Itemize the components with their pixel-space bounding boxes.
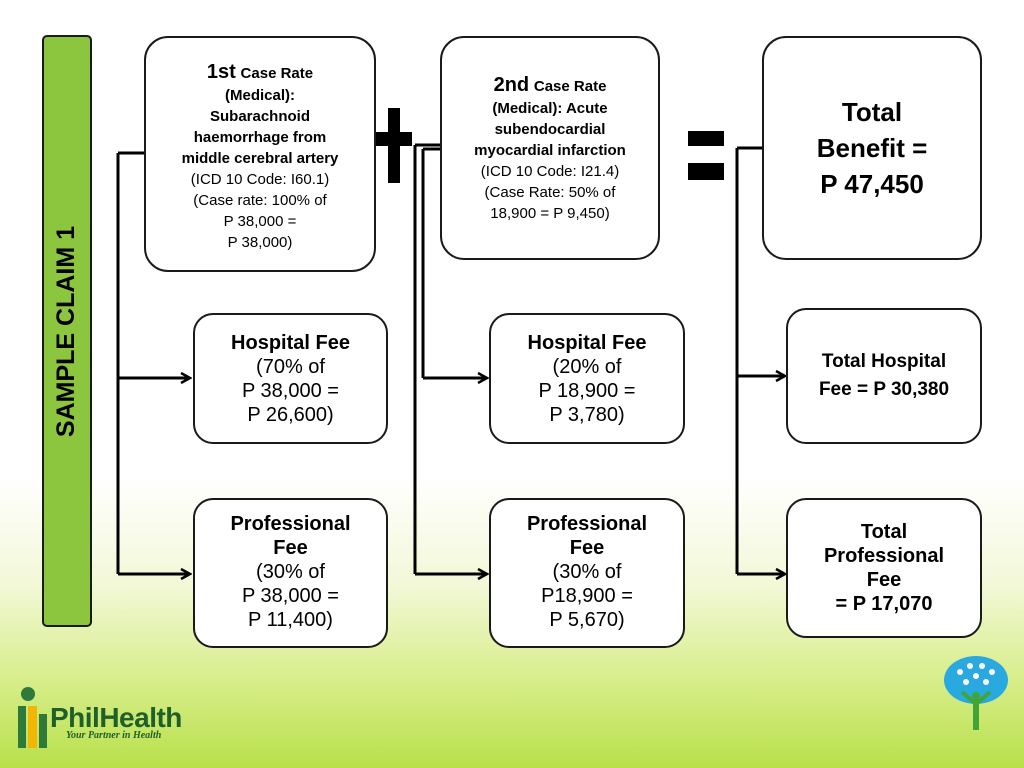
first-case-line: (Medical): (224, 87, 295, 104)
first-case-line: haemorrhage from (193, 129, 327, 146)
first-case-line: Subarachnoid (209, 108, 310, 125)
professional-fee-2-line: (30% of (552, 561, 622, 583)
philhealth-logo-text: PhilHealth (50, 702, 182, 733)
hospital-fee-1-line: (70% of (256, 355, 325, 378)
total-benefit-box: Total Benefit = P 47,450 (762, 36, 982, 260)
first-case-line: (ICD 10 Code: I60.1) (190, 171, 330, 188)
total-professional-fee-box: Total Professional Fee = P 17,070 (786, 498, 982, 638)
professional-fee-2-box: Professional Fee (30% of P18,900 = P 5,6… (489, 498, 685, 648)
total-professional-fee-line: Professional (823, 545, 945, 567)
total-professional-fee-line: = P 17,070 (835, 593, 933, 615)
second-case-line: 18,900 = P 9,450) (490, 205, 610, 222)
second-case-title: Case Rate (533, 78, 607, 95)
second-case-rate-box: 2nd Case Rate (Medical): Acute subendoca… (440, 36, 660, 260)
second-case-line: subendocardial (494, 121, 606, 138)
sample-claim-text: SAMPLE CLAIM 1 (52, 225, 81, 437)
hospital-fee-2-line: P 18,900 = (538, 379, 636, 402)
first-case-line: middle cerebral artery (181, 150, 339, 167)
professional-fee-1-line: (30% of (256, 561, 325, 583)
hospital-fee-1-line: P 26,600) (247, 403, 334, 426)
hospital-fee-2-box: Hospital Fee (20% of P 18,900 = P 3,780) (489, 313, 685, 444)
professional-fee-2-line: P 5,670) (549, 609, 625, 631)
first-case-ordinal: 1st (206, 61, 236, 83)
professional-fee-2-title: Fee (569, 537, 605, 559)
professional-fee-1-title: Professional (230, 513, 351, 535)
second-case-ordinal: 2nd (493, 74, 530, 96)
hospital-fee-1-box: Hospital Fee (70% of P 38,000 = P 26,600… (193, 313, 388, 444)
equals-operator (688, 131, 724, 180)
tree-people-logo-icon (944, 656, 1008, 730)
sample-claim-label: SAMPLE CLAIM 1 (42, 35, 92, 627)
professional-fee-2-line: P18,900 = (541, 585, 633, 607)
total-hospital-fee-line: Fee = P 30,380 (818, 379, 950, 400)
second-case-line: (Case Rate: 50% of (484, 184, 616, 201)
philhealth-logo-icon (18, 687, 47, 748)
first-case-title: Case Rate (240, 65, 314, 82)
professional-fee-1-line: P 38,000 = (242, 585, 339, 607)
hospital-fee-2-line: P 3,780) (549, 403, 625, 426)
first-case-line: P 38,000 = (223, 213, 297, 230)
first-case-line: (Case rate: 100% of (193, 192, 327, 209)
professional-fee-1-box: Professional Fee (30% of P 38,000 = P 11… (193, 498, 388, 648)
plus-operator (376, 108, 412, 183)
first-case-rate-box: 1st Case Rate (Medical): Subarachnoid ha… (144, 36, 376, 272)
total-professional-fee-line: Fee (866, 569, 902, 591)
philhealth-tagline: Your Partner in Health (66, 730, 162, 741)
total-hospital-fee-box: Total Hospital Fee = P 30,380 (786, 308, 982, 444)
total-hospital-fee-line: Total Hospital (821, 351, 947, 372)
professional-fee-2-title: Professional (526, 513, 648, 535)
hospital-fee-1-title: Hospital Fee (231, 331, 350, 354)
hospital-fee-1-line: P 38,000 = (242, 379, 339, 402)
second-case-line: (Medical): Acute (492, 100, 608, 117)
second-case-line: (ICD 10 Code: I21.4) (480, 163, 620, 180)
total-benefit-line: Benefit = (816, 133, 928, 163)
professional-fee-1-line: P 11,400) (248, 609, 333, 631)
hospital-fee-2-line: (20% of (552, 355, 622, 378)
total-professional-fee-line: Total (860, 521, 908, 543)
total-benefit-line: P 47,450 (820, 169, 924, 199)
professional-fee-1-title: Fee (273, 537, 308, 559)
first-case-line: P 38,000) (227, 234, 293, 251)
hospital-fee-2-title: Hospital Fee (527, 331, 647, 354)
total-benefit-line: Total (841, 97, 903, 127)
second-case-line: myocardial infarction (474, 142, 626, 159)
